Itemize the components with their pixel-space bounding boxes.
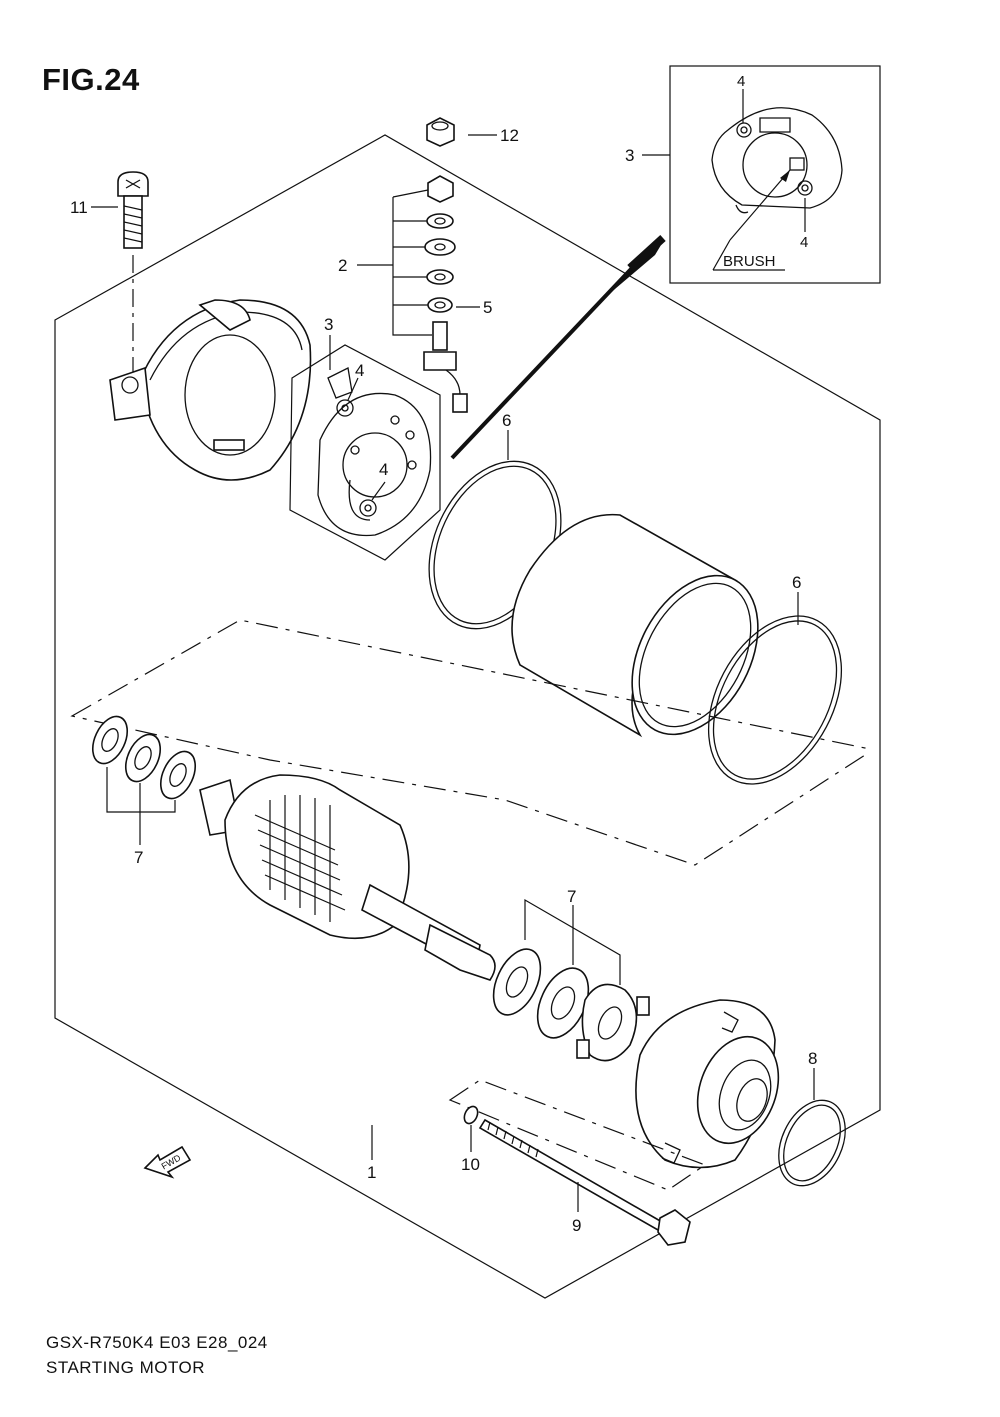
part-6-o-ring-right xyxy=(707,615,843,785)
motor-yoke xyxy=(511,513,759,738)
rear-cover xyxy=(109,299,312,481)
figure-title: FIG.24 xyxy=(42,62,140,97)
callout-4-inset-bottom: 4 xyxy=(800,234,808,251)
callout-4-plate-top: 4 xyxy=(355,361,364,380)
model-code: GSX-R750K4 E03 E28_024 xyxy=(46,1333,268,1352)
callout-1: 1 xyxy=(367,1163,376,1182)
part-7-washers-right xyxy=(492,948,650,1062)
callout-4-inset-top: 4 xyxy=(737,73,745,90)
armature xyxy=(199,774,496,981)
callout-5: 5 xyxy=(483,298,492,317)
assembly-outline xyxy=(54,134,881,1299)
callout-10: 10 xyxy=(461,1155,480,1174)
diagram-subtitle: STARTING MOTOR xyxy=(46,1358,206,1377)
brush-holder-detail xyxy=(711,107,843,214)
callout-11: 11 xyxy=(70,198,88,217)
callout-2: 2 xyxy=(338,256,347,275)
part-12-nut xyxy=(426,117,455,147)
brush-detail-inset xyxy=(669,65,881,284)
part-2-terminal-set xyxy=(423,175,468,413)
callout-9: 9 xyxy=(572,1216,581,1235)
part-8-o-ring xyxy=(778,1099,846,1187)
brush-label: BRUSH xyxy=(723,253,776,270)
callout-3-inset: 3 xyxy=(625,146,634,165)
callout-7-right: 7 xyxy=(567,887,576,906)
fwd-arrow: FWD xyxy=(143,1145,192,1179)
part-10-o-ring xyxy=(463,1105,479,1125)
part-11-bolt xyxy=(117,171,149,249)
callout-6-right: 6 xyxy=(792,573,801,592)
callout-6-left: 6 xyxy=(502,411,511,430)
callout-12: 12 xyxy=(500,126,519,145)
callout-3-main: 3 xyxy=(324,315,333,334)
callout-8: 8 xyxy=(808,1049,817,1068)
part-7-washers-left xyxy=(91,715,197,800)
part-9-through-bolt xyxy=(478,1118,691,1246)
callout-4-plate-bottom: 4 xyxy=(379,460,388,479)
part-3-brush-plate xyxy=(289,344,441,561)
callout-7-left: 7 xyxy=(134,848,143,867)
front-housing xyxy=(635,999,780,1169)
